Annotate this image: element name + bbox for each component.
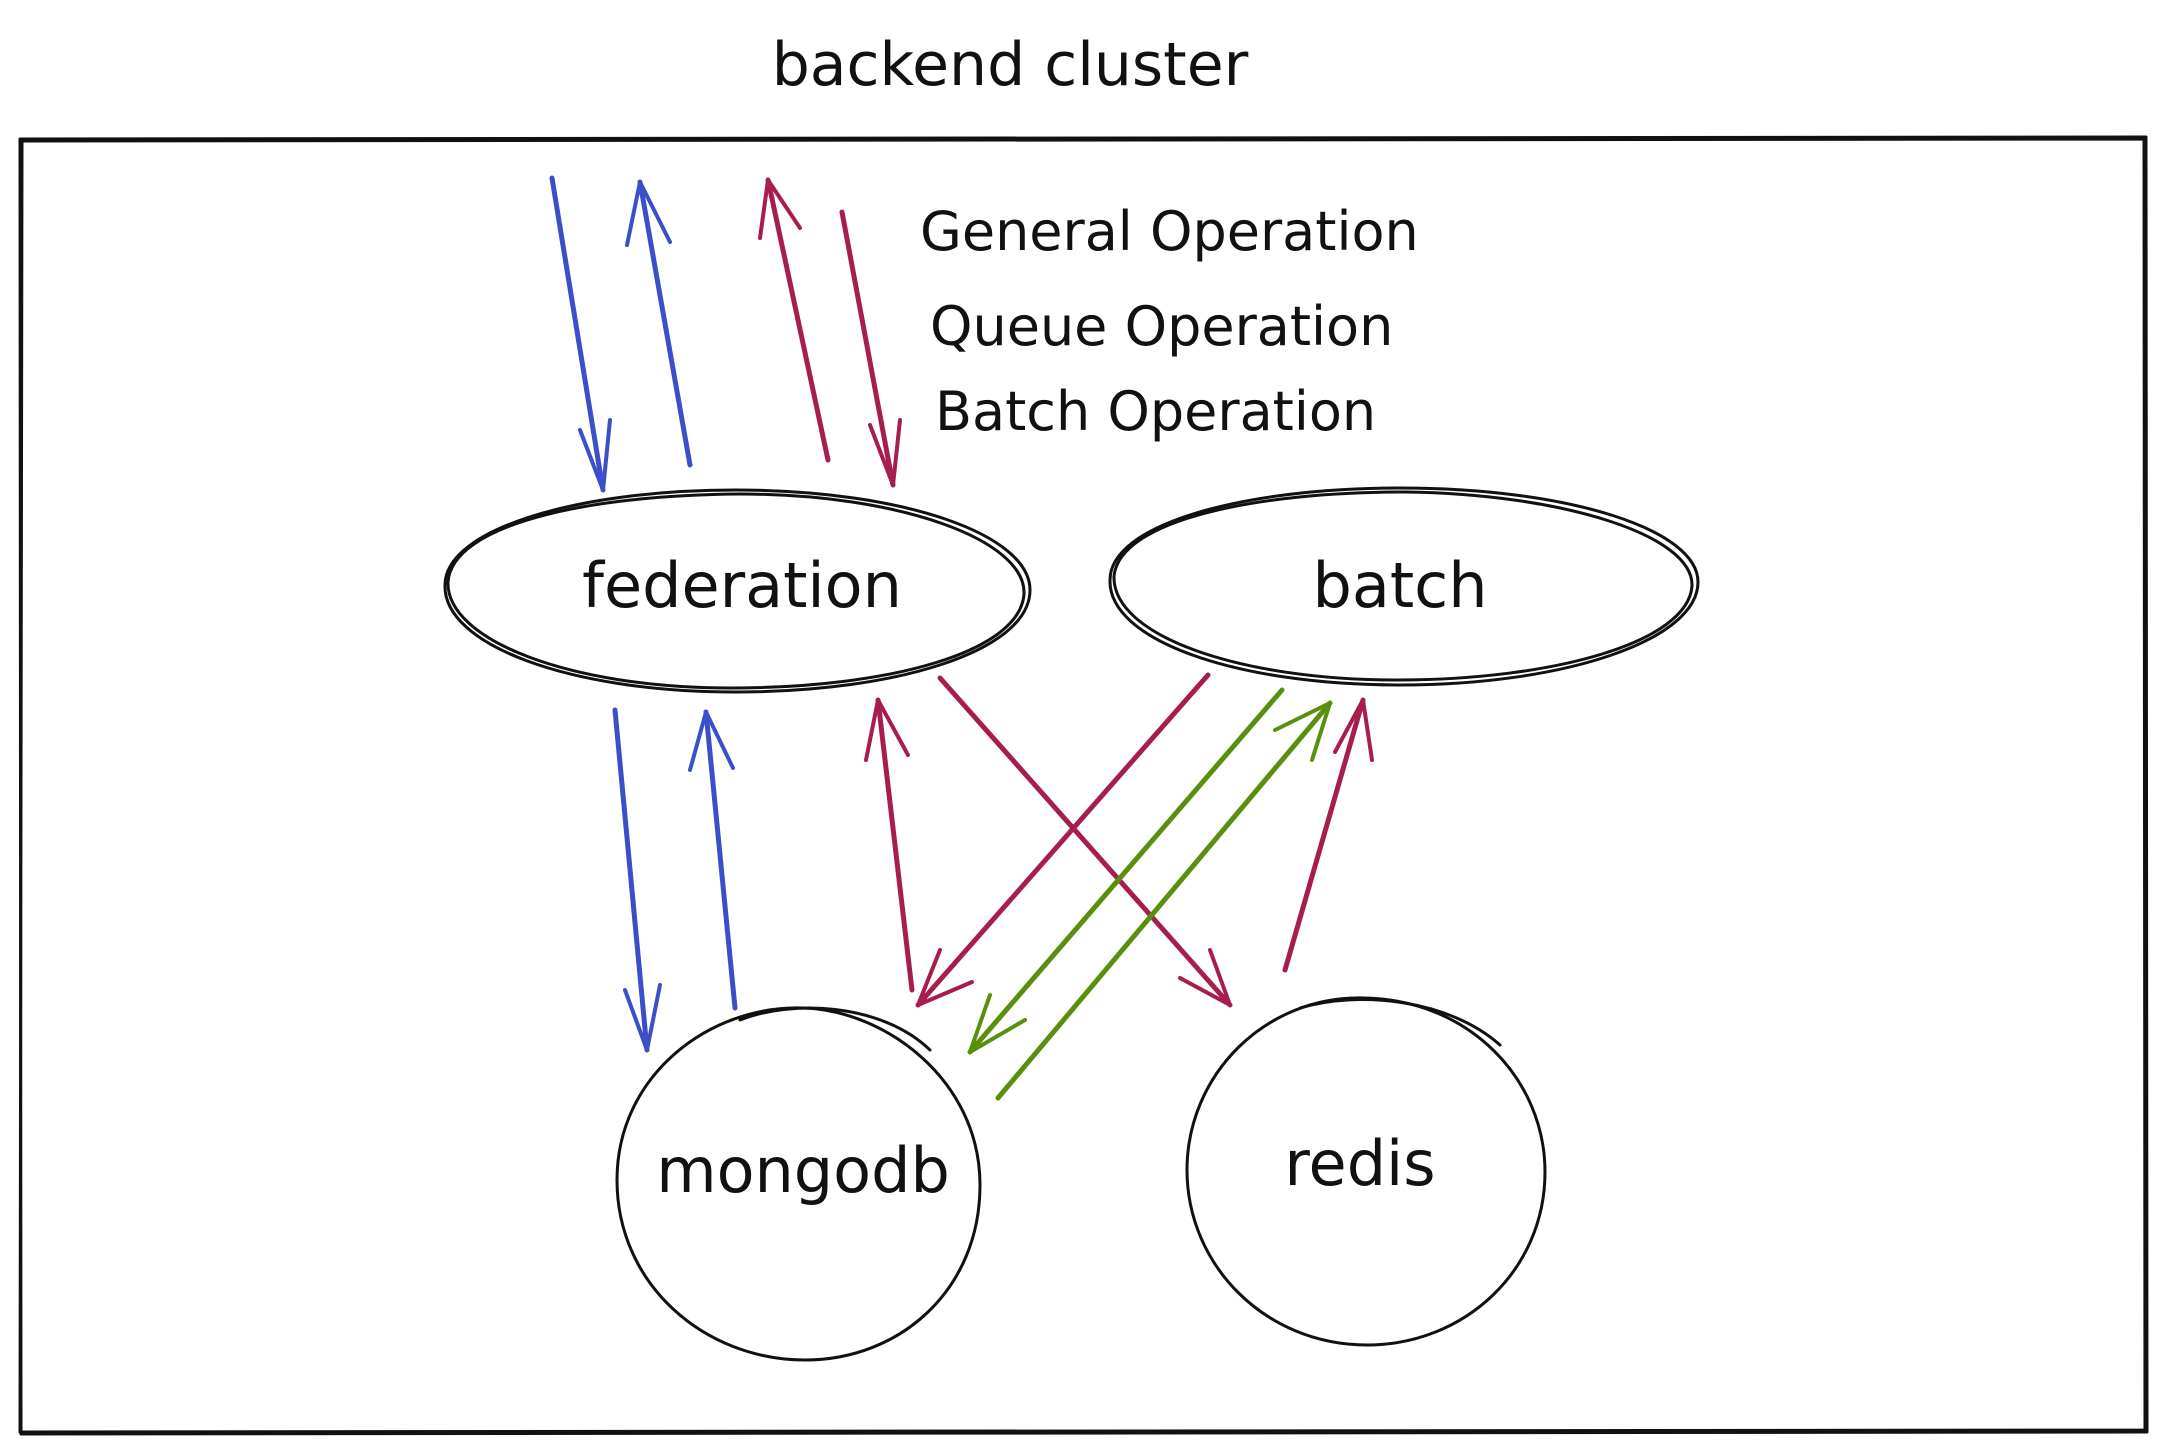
arrow-general-federation-to-external (625, 179, 693, 468)
arrow-queue-batch-to-mongodb (915, 672, 1211, 1008)
cluster-boundary (18, 135, 2149, 1436)
arrow-queue-mongodb-to-federation (864, 697, 915, 993)
arrow-batch-mongodb-to-batch (995, 700, 1333, 1101)
legend-queue-operation: Queue Operation (930, 295, 1393, 358)
arrow-general-external-to-federation (549, 175, 612, 493)
node-batch-label: batch (1312, 549, 1487, 622)
node-mongodb: mongodb (615, 1006, 982, 1362)
arrow-queue-federation-to-external (758, 177, 831, 463)
node-federation-label: federation (582, 549, 902, 622)
node-redis: redis (1185, 996, 1547, 1347)
legend-general-operation: General Operation (920, 200, 1419, 263)
arrows-federation-mongodb (612, 697, 915, 1053)
arrows-queue-crossing (915, 672, 1374, 1008)
node-mongodb-label: mongodb (656, 1134, 950, 1207)
arrows-batch-mongodb (967, 687, 1333, 1101)
node-redis-label: redis (1284, 1127, 1435, 1200)
legend-batch-operation: Batch Operation (935, 380, 1376, 443)
arrow-queue-external-to-federation (839, 209, 902, 488)
arrow-queue-redis-to-batch (1282, 697, 1374, 973)
arrow-queue-federation-to-redis (937, 675, 1233, 1008)
node-federation: federation (443, 488, 1032, 694)
node-batch: batch (1108, 486, 1700, 687)
arrow-general-mongodb-to-federation (688, 709, 738, 1011)
arrow-batch-batch-to-mongodb (967, 687, 1285, 1055)
arrow-general-federation-to-mongodb (612, 707, 662, 1053)
arrows-external-federation (549, 175, 902, 493)
diagram-title: backend cluster (772, 30, 1249, 100)
legend: General Operation Queue Operation Batch … (920, 200, 1419, 443)
